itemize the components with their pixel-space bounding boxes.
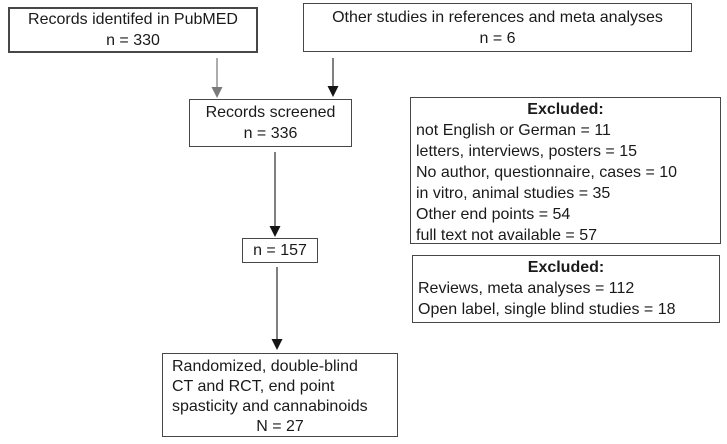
excluded-screening-item: in vitro, animal studies = 35 — [416, 185, 611, 202]
arrow-other-to-screened — [327, 58, 339, 97]
box-n157: n = 157 — [242, 238, 318, 263]
excluded-eligibility-item: Reviews, meta analyses = 112 — [418, 280, 635, 297]
arrow-screened-to-n157 — [269, 152, 281, 237]
records-screened-count: n = 336 — [243, 125, 298, 142]
pubmed-records-label: Records identifed in PubMED — [28, 11, 238, 28]
other-studies-count: n = 6 — [479, 29, 516, 47]
final-included-line: spasticity and cannabinoids — [172, 398, 368, 415]
box-pubmed-records: Records identifed in PubMED n = 330 — [8, 7, 258, 53]
excluded-screening-title: Excluded: — [527, 101, 604, 118]
box-excluded-eligibility: Excluded: Reviews, meta analyses = 112 O… — [412, 255, 720, 323]
excluded-screening-item: letters, interviews, posters = 15 — [416, 143, 637, 160]
arrow-pubmed-to-screened — [211, 58, 223, 98]
excluded-screening-item: No author, questionnaire, cases = 10 — [416, 164, 678, 181]
box-records-screened: Records screened n = 336 — [189, 99, 352, 147]
excluded-screening-item: Other end points = 54 — [416, 206, 571, 223]
n157-count: n = 157 — [253, 242, 307, 259]
arrow-n157-to-final — [271, 267, 283, 350]
final-included-line: CT and RCT, end point — [172, 378, 335, 395]
other-studies-label: Other studies in references and meta ana… — [332, 8, 663, 26]
final-included-count: N = 27 — [256, 418, 304, 435]
box-final-included: Randomized, double-blind CT and RCT, end… — [162, 353, 398, 437]
box-other-studies: Other studies in references and meta ana… — [303, 3, 692, 52]
final-included-line: Randomized, double-blind — [172, 358, 358, 375]
records-screened-label: Records screened — [205, 104, 336, 121]
excluded-screening-item: full text not available = 57 — [416, 227, 598, 244]
excluded-eligibility-title: Excluded: — [527, 259, 605, 276]
excluded-screening-item: not English or German = 11 — [416, 122, 611, 139]
box-excluded-screening: Excluded: not English or German = 11 let… — [410, 97, 721, 244]
excluded-eligibility-item: Open label, single blind studies = 18 — [418, 301, 676, 318]
pubmed-records-count: n = 330 — [106, 32, 160, 49]
